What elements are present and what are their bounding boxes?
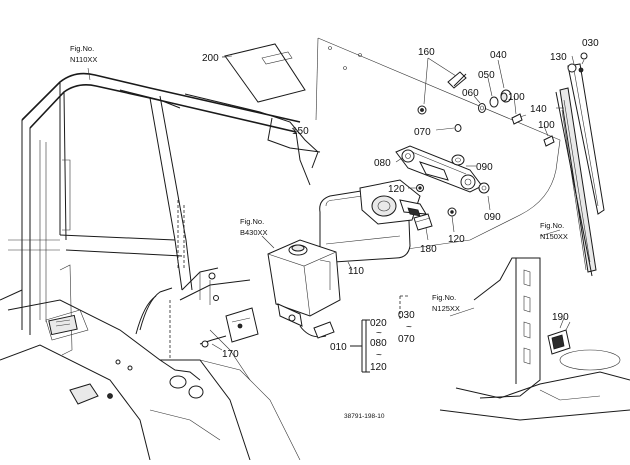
figure-ref-number: N110XX (70, 55, 97, 64)
part-label-150: 150 (292, 126, 309, 137)
kit-label-070: 070 (398, 334, 415, 345)
part-label-080: 080 (374, 158, 391, 169)
kit-label-010: 010 (330, 342, 347, 353)
part-label-050: 050 (478, 70, 495, 81)
part-label-060: 060 (462, 88, 479, 99)
washer-tank (267, 239, 341, 339)
part-label-100a: 100 (508, 92, 525, 103)
part-190-switch (547, 317, 571, 355)
figure-ref-line: Fig.No. (432, 293, 456, 302)
part-label-140: 140 (530, 104, 547, 115)
kit-bracket (350, 295, 408, 373)
part-label-030: 030 (582, 38, 599, 49)
part-label-170: 170 (222, 349, 239, 360)
part-120-wiper-motor (359, 179, 457, 231)
windshield-glass (315, 37, 561, 251)
figure-ref-number: N150XX (540, 232, 568, 241)
leader-lines (87, 55, 575, 351)
part-label-200: 200 (202, 53, 219, 64)
part-label-090a: 090 (476, 162, 493, 173)
figure-ref-line: Fig.No. (240, 217, 264, 226)
part-150-washer-hose (119, 89, 321, 169)
part-label-040: 040 (490, 50, 507, 61)
part-label-120a: 120 (388, 184, 405, 195)
part-080-wiper-bracket (395, 145, 490, 194)
figure-ref-line: Fig.No. (70, 44, 94, 53)
part-label-160: 160 (418, 47, 435, 58)
part-label-100b: 100 (538, 120, 555, 131)
kit-tilde: ~ (376, 350, 382, 361)
kit-number-block: 010 020 ~ 080 ~ 120 030 ~ 070 (330, 310, 415, 373)
part-label-090b: 090 (484, 212, 501, 223)
right-pillar (439, 257, 630, 421)
figure-ref-line: Fig.No. (540, 221, 564, 230)
kit-tilde: ~ (406, 322, 412, 333)
part-200-label-sheet (221, 43, 306, 103)
figure-ref-n150: Fig.No. N150XX (540, 221, 568, 241)
part-label-180: 180 (420, 244, 437, 255)
kit-tilde: ~ (376, 328, 382, 339)
figure-ref-number: B430XX (240, 228, 268, 237)
lower-cab (0, 299, 301, 461)
figure-ref-n110: Fig.No. N110XX (70, 44, 97, 64)
part-label-130: 130 (550, 52, 567, 63)
part-170-bracket (135, 287, 259, 348)
diagram-id: 38791-198-10 (344, 413, 385, 420)
part-label-190: 190 (552, 312, 569, 323)
kit-label-020: 020 (370, 318, 387, 329)
cab-frame (0, 72, 311, 360)
kit-label-080: 080 (370, 338, 387, 349)
pivot-hardware (417, 71, 555, 147)
part-label-120b: 120 (448, 234, 465, 245)
kit-label-030: 030 (398, 310, 415, 321)
part-label-110: 110 (348, 266, 364, 277)
kit-label-120: 120 (370, 362, 387, 373)
part-labels: 200 160 040 050 060 130 030 140 150 100 … (202, 38, 599, 360)
figure-ref-n125: Fig.No. N125XX (432, 293, 460, 313)
part-label-070: 070 (414, 127, 431, 138)
figure-ref-b430: Fig.No. B430XX (240, 217, 268, 237)
figure-ref-number: N125XX (432, 304, 460, 313)
part-130-wiper-arm (567, 52, 605, 215)
part-140-wiper-blade (555, 87, 597, 277)
